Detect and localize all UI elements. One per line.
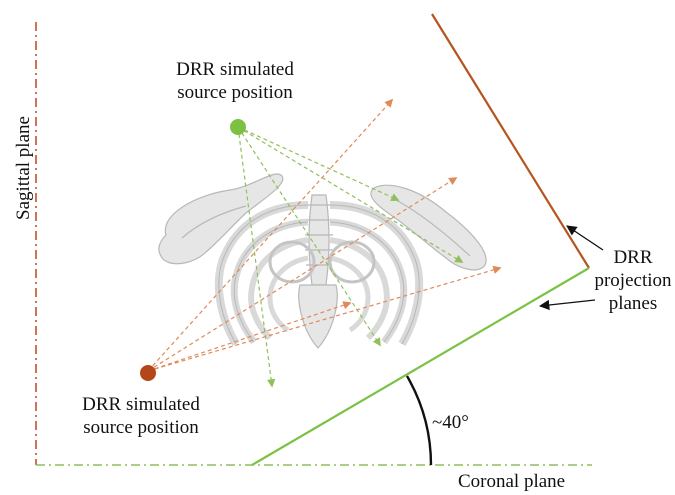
angle-arc: [405, 375, 433, 466]
rays-top-source: [237, 126, 464, 388]
ray-top-4: [237, 126, 400, 202]
projection-planes-label-line1: DRR: [613, 247, 653, 268]
angle-label: ~40°: [432, 412, 469, 433]
sagittal-plane-label: Sagittal plane: [13, 116, 34, 220]
source-top-label: DRR simulated source position: [150, 58, 320, 104]
pointer-arrow-green-plane: [538, 299, 596, 311]
source-bottom-dot: [140, 365, 156, 381]
coronal-plane-label: Coronal plane: [458, 471, 566, 492]
source-bottom-label: DRR simulated source position: [56, 393, 226, 439]
source-top-dot: [230, 119, 246, 135]
ray-bottom-3: [147, 265, 502, 372]
source-top-label-line1: DRR simulated: [176, 59, 294, 80]
source-top-label-line2: source position: [177, 82, 293, 103]
projection-planes-label-line3: planes: [608, 293, 658, 314]
projection-plane-orange: [431, 13, 590, 269]
ray-top-1: [237, 126, 276, 388]
projection-planes-label-line2: projection: [594, 270, 672, 291]
pointer-arrow-orange-plane: [566, 225, 604, 251]
ray-top-3: [237, 126, 464, 263]
source-bottom-label-line2: source position: [83, 417, 199, 438]
ray-bottom-2: [147, 177, 458, 372]
source-bottom-label-line1: DRR simulated: [82, 394, 200, 415]
bone-model: [158, 173, 487, 349]
projection-planes-label: DRR projection planes: [592, 246, 674, 315]
rays-bottom-source: [147, 98, 502, 372]
ray-bottom-1: [147, 98, 394, 372]
ray-bottom-4: [147, 301, 352, 372]
ray-top-2: [237, 126, 381, 347]
projection-plane-green: [251, 267, 590, 466]
